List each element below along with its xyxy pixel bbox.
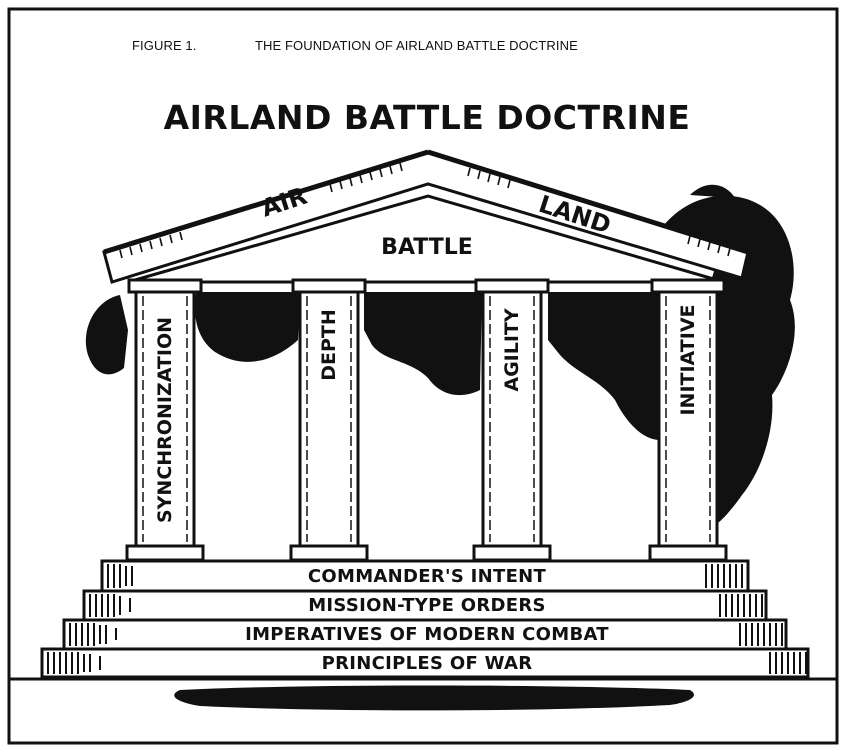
pillar-agility: [472, 278, 552, 562]
pillar-label-initiative: INITIATIVE: [677, 304, 699, 416]
pillar-label-agility: AGILITY: [501, 308, 523, 392]
pillar-initiative: [648, 278, 728, 562]
step-4: [40, 647, 810, 679]
step-hatching: [47, 564, 807, 674]
outer-frame: [7, 7, 839, 745]
background-foliage: [85, 184, 795, 529]
roof: [102, 149, 750, 284]
pillar-depth: [289, 278, 369, 562]
step-label-principles-of-war: PRINCIPLES OF WAR: [321, 653, 533, 674]
diagram-title: AIRLAND BATTLE DOCTRINE: [163, 98, 691, 137]
step-1: [100, 559, 750, 593]
step-label-mission-type-orders: MISSION-TYPE ORDERS: [308, 595, 546, 616]
figure-caption: THE FOUNDATION OF AIRLAND BATTLE DOCTRIN…: [255, 38, 578, 53]
pillar-label-depth: DEPTH: [318, 309, 340, 381]
steps: [40, 559, 810, 679]
ground-shadow: [174, 685, 694, 711]
roof-label-battle: BATTLE: [381, 235, 473, 260]
roof-hatching: [119, 162, 731, 259]
figure-number: FIGURE 1.: [132, 38, 197, 53]
pillar-label-synchronization: SYNCHRONIZATION: [154, 316, 176, 524]
pillar-synchronization: [125, 278, 205, 562]
roof-tympanum: [127, 194, 725, 284]
step-label-commanders-intent: COMMANDER'S INTENT: [307, 566, 547, 587]
step-label-imperatives: IMPERATIVES OF MODERN COMBAT: [245, 624, 609, 645]
pillars: [125, 278, 728, 562]
